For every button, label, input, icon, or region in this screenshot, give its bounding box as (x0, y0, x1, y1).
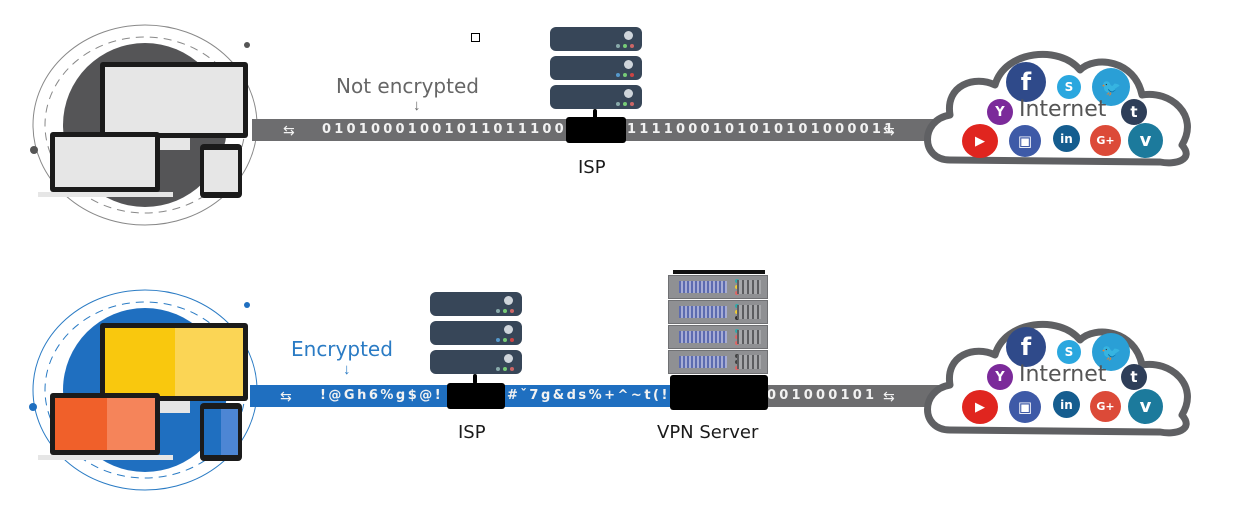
facebook-icon: f (1006, 327, 1046, 367)
vimeo-icon: v (1128, 123, 1163, 158)
twitter-icon: 🐦 (1092, 333, 1130, 371)
encrypted-label: Encrypted (291, 337, 393, 361)
yahoo-icon: Y (987, 364, 1013, 390)
twitter-icon: 🐦 (1092, 68, 1130, 106)
vimeo-icon: v (1128, 389, 1163, 424)
unencrypted-bits-left: 0101000100101101110000 (322, 122, 592, 137)
down-arrow-icon: ↓ (343, 361, 351, 378)
isp-label: ISP (578, 157, 606, 178)
instagram-icon: ▣ (1009, 391, 1041, 423)
facebook-icon: f (1006, 62, 1046, 102)
not-encrypted-label: Not encrypted (336, 74, 479, 98)
encrypted-bits-middle: #ˇ7g&ds%+^~t(!= (507, 388, 684, 403)
youtube-icon: ▶ (962, 124, 998, 158)
bidirectional-arrow-icon: ⇆ (883, 388, 895, 404)
bidirectional-arrow-icon: ⇆ (283, 122, 295, 138)
yahoo-icon: Y (987, 99, 1013, 125)
internet-label: Internet (1019, 362, 1107, 387)
down-arrow-icon: ↓ (413, 97, 421, 114)
selection-marker (471, 33, 480, 42)
google-plus-icon: G+ (1090, 125, 1121, 156)
bidirectional-arrow-icon: ⇆ (883, 122, 895, 138)
encrypted-bits-left: !@Gh6%g$@! (320, 388, 444, 403)
linkedin-icon: in (1053, 391, 1080, 418)
youtube-icon: ▶ (962, 390, 998, 424)
tumblr-icon: t (1121, 99, 1147, 125)
tumblr-icon: t (1121, 364, 1147, 390)
internet-label: Internet (1019, 97, 1107, 122)
devices-illustration-unencrypted (30, 24, 258, 226)
isp-label: ISP (458, 422, 486, 443)
skype-icon: S (1057, 340, 1081, 364)
devices-illustration-encrypted (29, 289, 258, 491)
linkedin-icon: in (1053, 125, 1080, 152)
google-plus-icon: G+ (1090, 391, 1121, 422)
unencrypted-bits-right: 1111000101010101000011 (627, 122, 897, 137)
instagram-icon: ▣ (1009, 125, 1041, 157)
vpn-server-label: VPN Server (657, 422, 759, 443)
bidirectional-arrow-icon: ⇆ (280, 388, 292, 404)
decrypted-bits-right: 001000101 (767, 388, 878, 403)
skype-icon: S (1057, 75, 1081, 99)
